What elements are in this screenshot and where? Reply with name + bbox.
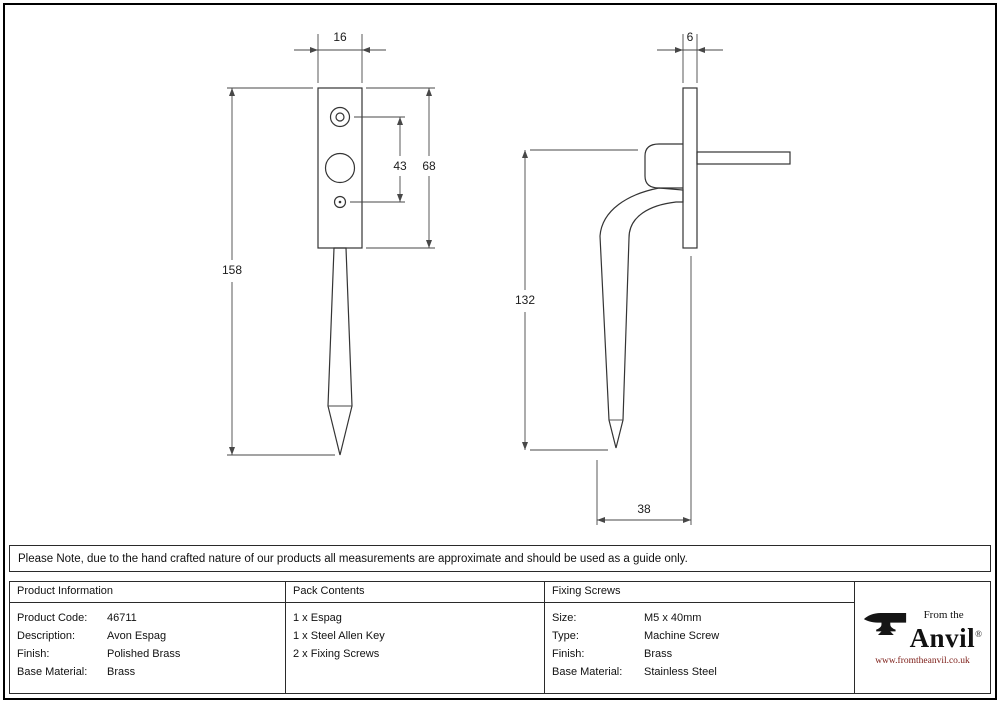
front-dim-hole-spacing: 43 [350, 116, 407, 203]
brand-tagline: From the [923, 608, 964, 621]
brand-name-text: Anvil [909, 622, 976, 653]
header-product-information: Product Information [10, 582, 286, 603]
row-label: Product Code: [17, 612, 88, 624]
brand-website: www.fromtheanvil.co.uk [875, 655, 970, 666]
dim-label-side-thickness: 6 [687, 30, 694, 44]
row-value: 46711 [107, 612, 137, 624]
header-fixing-screws: Fixing Screws [545, 582, 855, 603]
front-view-drawing [317, 87, 363, 456]
dim-label-front-width: 16 [333, 30, 347, 44]
spec-table: Product Information Pack Contents Fixing… [9, 581, 991, 694]
row-value: Avon Espag [107, 630, 167, 642]
row-label: Type: [552, 630, 579, 642]
dim-label-side-projection: 38 [637, 502, 651, 516]
technical-drawings: 16 158 43 [8, 8, 992, 548]
dim-label-side-length: 132 [515, 293, 535, 307]
fixing-screws-cell: Size: M5 x 40mm Type: Machine Screw Fini… [545, 603, 855, 693]
dim-label-front-holes: 43 [393, 159, 407, 173]
pack-contents-cell: 1 x Espag 1 x Steel Allen Key 2 x Fixing… [286, 603, 545, 693]
dim-label-front-plate: 68 [422, 159, 436, 173]
row-label: Base Material: [17, 666, 88, 678]
registered-mark: ® [975, 628, 983, 639]
row-label: Size: [552, 612, 577, 624]
row-label: Finish: [17, 648, 50, 660]
table-row: Product Code: 46711 [17, 609, 278, 627]
front-dim-total-length: 158 [222, 87, 335, 456]
header-pack-contents: Pack Contents [286, 582, 545, 603]
table-row: Finish: Brass [552, 645, 847, 663]
row-label: Base Material: [552, 666, 623, 678]
front-dim-plate-length: 68 [366, 87, 436, 249]
side-view-drawing [599, 87, 791, 449]
row-value: Machine Screw [644, 630, 720, 642]
row-value: M5 x 40mm [644, 612, 702, 624]
side-dim-thickness: 6 [657, 30, 723, 83]
table-row: Type: Machine Screw [552, 627, 847, 645]
row-label: Description: [17, 630, 76, 642]
drawing-canvas: 16 158 43 [222, 30, 791, 525]
side-dim-projection: 38 [596, 256, 692, 525]
row-value: Stainless Steel [644, 666, 717, 678]
product-information-cell: Product Code: 46711 Description: Avon Es… [10, 603, 286, 693]
row-value: Brass [644, 648, 673, 660]
table-row: Base Material: Stainless Steel [552, 663, 847, 681]
side-dim-length: 132 [515, 149, 638, 451]
dim-label-front-total: 158 [222, 263, 242, 277]
brand-text: From the Anvil® [910, 608, 983, 651]
table-row: Base Material: Brass [17, 663, 278, 681]
row-label: Finish: [552, 648, 585, 660]
brand-lockup: From the Anvil® [863, 608, 983, 651]
table-row: Size: M5 x 40mm [552, 609, 847, 627]
table-row: Description: Avon Espag [17, 627, 278, 645]
table-row: Finish: Polished Brass [17, 645, 278, 663]
brand-logo: From the Anvil® www.fromtheanvil.co.uk [855, 582, 990, 693]
measurement-note: Please Note, due to the hand crafted nat… [9, 545, 991, 572]
pack-item: 1 x Steel Allen Key [293, 630, 385, 642]
row-value: Brass [107, 666, 136, 678]
front-dim-width: 16 [294, 30, 386, 83]
anvil-icon [863, 612, 906, 635]
pack-item: 1 x Espag [293, 612, 342, 624]
brand-name: Anvil® [910, 621, 983, 651]
pack-item: 2 x Fixing Screws [293, 648, 380, 660]
row-value: Polished Brass [107, 648, 181, 660]
